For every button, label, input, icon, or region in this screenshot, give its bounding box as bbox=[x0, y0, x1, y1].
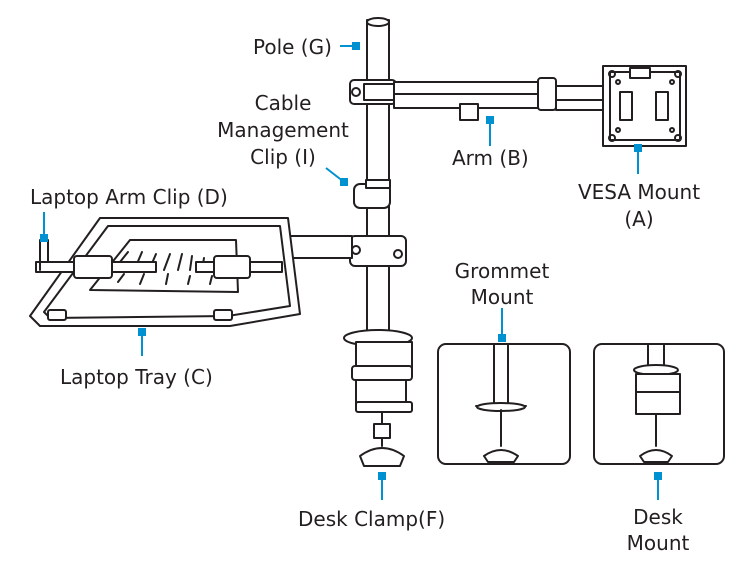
cable-management-clip bbox=[353, 179, 391, 209]
laptop-tray-leader bbox=[138, 328, 146, 356]
cable-clip-label-line3: Clip (I) bbox=[250, 145, 316, 169]
grommet-mount-label-line1: Grommet bbox=[454, 259, 550, 283]
desk-clamp-leader bbox=[378, 472, 386, 500]
vesa-mount-label-line1: VESA Mount bbox=[577, 180, 701, 204]
laptop-arm-clip-label: Laptop Arm Clip (D) bbox=[30, 185, 228, 209]
pole-label: Pole (G) bbox=[253, 35, 332, 59]
cable-clip-leader bbox=[325, 167, 348, 186]
grommet-mount-label-line2: Mount bbox=[470, 285, 534, 309]
arm-label: Arm (B) bbox=[452, 146, 529, 170]
grommet-mount-box bbox=[437, 343, 571, 465]
desk-mount-box bbox=[593, 343, 725, 465]
arm-leader bbox=[486, 116, 494, 146]
desk-clamp bbox=[343, 329, 413, 467]
vesa-leader bbox=[634, 144, 642, 174]
grommet-leader bbox=[498, 308, 506, 342]
desk-mount-label-line2: Mount bbox=[626, 531, 690, 555]
laptop-clip-leader bbox=[40, 212, 48, 242]
vesa-mount-label-line2: (A) bbox=[624, 207, 654, 231]
pole-leader bbox=[340, 42, 360, 50]
desk-mount-leader bbox=[654, 472, 662, 500]
laptop-tray bbox=[29, 217, 301, 327]
desk-clamp-label: Desk Clamp(F) bbox=[298, 507, 446, 531]
desk-mount-label-line1: Desk bbox=[633, 505, 683, 529]
vesa-mount bbox=[602, 65, 687, 147]
cable-clip-label-line1: Cable bbox=[254, 91, 312, 115]
cable-clip-label-line2: Management bbox=[217, 118, 349, 142]
laptop-tray-label: Laptop Tray (C) bbox=[60, 365, 213, 389]
